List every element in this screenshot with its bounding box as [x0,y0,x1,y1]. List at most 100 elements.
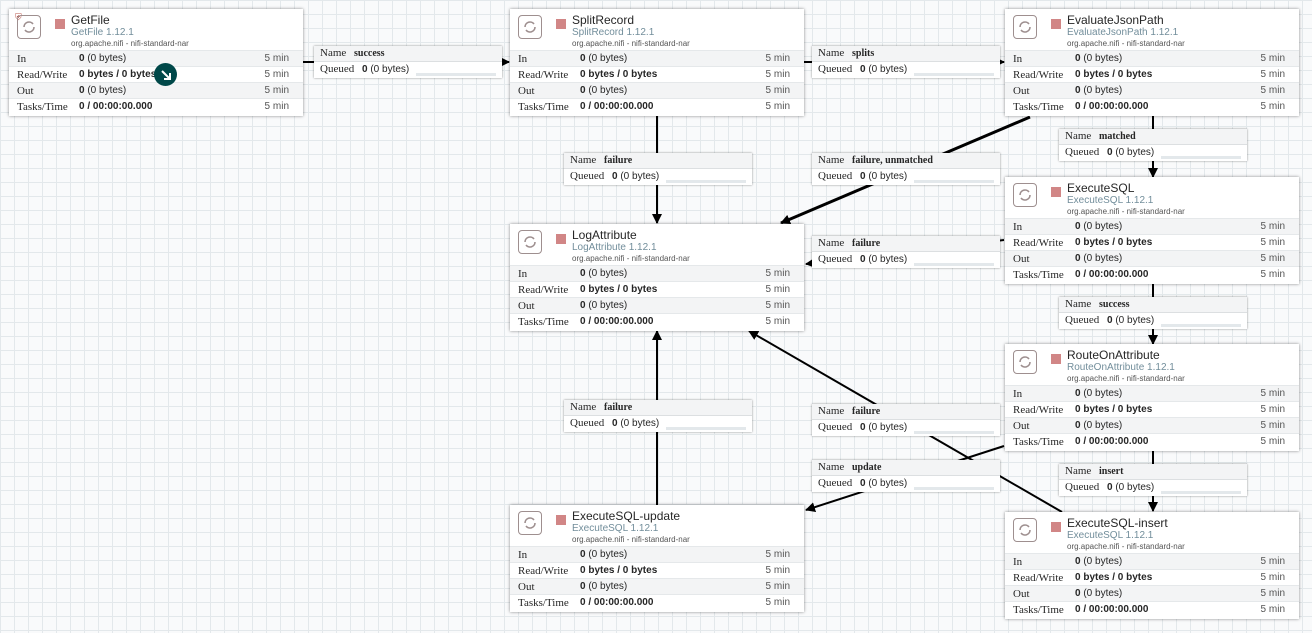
processor-type: GetFile 1.12.1 [71,27,134,38]
stat-time: 5 min [1260,237,1285,248]
queued-label: Queued [320,63,355,75]
stat-read-write: Read/Write 0 bytes / 0 bytes 5 min [1005,401,1299,417]
queue-bar [1161,324,1241,327]
processor-executesql[interactable]: ExecuteSQL ExecuteSQL 1.12.1 org.apache.… [1005,177,1299,284]
stat-value: 0 bytes / 0 bytes [1075,69,1153,80]
processor-header: RouteOnAttribute RouteOnAttribute 1.12.1… [1005,344,1299,385]
processor-routeonattribute[interactable]: RouteOnAttribute RouteOnAttribute 1.12.1… [1005,344,1299,451]
processor-logattribute[interactable]: LogAttribute LogAttribute 1.12.1 org.apa… [510,224,804,331]
processor-bundle: org.apache.nifi - nifi-standard-nar [1067,207,1185,216]
name-label: Name [818,154,845,166]
stat-in: In 0 (0 bytes) 5 min [1005,385,1299,401]
stat-label: Tasks/Time [518,316,569,328]
stat-tasks-time: Tasks/Time 0 / 00:00:00.000 5 min [9,98,303,114]
relationship-value: splits [852,48,875,59]
stat-label: Tasks/Time [1013,269,1064,281]
stat-in: In 0 (0 bytes) 5 min [1005,50,1299,66]
queued-value: 0 (0 bytes) [1107,315,1155,326]
processor-type: ExecuteSQL 1.12.1 [1067,195,1154,206]
processor-name: LogAttribute [572,228,637,242]
stopped-status-icon [55,19,65,29]
stat-in: In 0 (0 bytes) 5 min [510,546,804,562]
stopped-status-icon [556,515,566,525]
stat-out: Out 0 (0 bytes) 5 min [510,578,804,594]
stat-time: 5 min [264,53,289,64]
stat-value: 0 (0 bytes) [1075,85,1123,96]
queued-label: Queued [1065,146,1100,158]
processor-header: ExecuteSQL-update ExecuteSQL 1.12.1 org.… [510,505,804,546]
stat-label: Read/Write [1013,572,1064,584]
relationship-value: failure [852,406,881,417]
stat-tasks-time: Tasks/Time 0 / 00:00:00.000 5 min [1005,601,1299,617]
queue-bar [914,73,994,76]
queued-label: Queued [1065,481,1100,493]
stat-in: In 0 (0 bytes) 5 min [510,265,804,281]
stat-label: Read/Write [518,284,569,296]
name-label: Name [818,47,845,59]
processor-header: LogAttribute LogAttribute 1.12.1 org.apa… [510,224,804,265]
stat-out: Out 0 (0 bytes) 5 min [1005,585,1299,601]
processor-bundle: org.apache.nifi - nifi-standard-nar [1067,542,1185,551]
processor-name: GetFile [71,13,110,27]
processor-name: RouteOnAttribute [1067,348,1160,362]
stat-value: 0 / 00:00:00.000 [580,597,654,608]
processor-executesql-insert[interactable]: ExecuteSQL-insert ExecuteSQL 1.12.1 org.… [1005,512,1299,619]
processor-splitrecord[interactable]: SplitRecord SplitRecord 1.12.1 org.apach… [510,9,804,116]
stat-label: Tasks/Time [1013,101,1064,113]
queue-bar [666,427,746,430]
stat-label: In [1013,388,1023,400]
stat-time: 5 min [765,316,790,327]
stat-tasks-time: Tasks/Time 0 / 00:00:00.000 5 min [510,594,804,610]
processor-type: ExecuteSQL 1.12.1 [572,523,659,534]
stat-time: 5 min [765,565,790,576]
stat-value: 0 (0 bytes) [1075,556,1123,567]
relationship-value: success [354,48,385,59]
processor-name: ExecuteSQL-insert [1067,516,1168,530]
stat-time: 5 min [1260,404,1285,415]
stat-value: 0 bytes / 0 bytes [580,565,658,576]
stat-read-write: Read/Write 0 bytes / 0 bytes 5 min [510,281,804,297]
relationship-value: failure, unmatched [852,155,933,166]
stat-value: 0 bytes / 0 bytes [580,69,658,80]
processor-getfile[interactable]: ⛨ GetFile GetFile 1.12.1 org.apache.nifi… [9,9,303,116]
queued-label: Queued [1065,314,1100,326]
processor-header: ExecuteSQL-insert ExecuteSQL 1.12.1 org.… [1005,512,1299,553]
stat-value: 0 / 00:00:00.000 [580,316,654,327]
stat-time: 5 min [1260,69,1285,80]
relationship-value: insert [1099,466,1124,477]
processor-evaluatejsonpath[interactable]: EvaluateJsonPath EvaluateJsonPath 1.12.1… [1005,9,1299,116]
stat-value: 0 bytes / 0 bytes [79,69,157,80]
stat-out: Out 0 (0 bytes) 5 min [1005,250,1299,266]
bulletin-arrow-icon[interactable] [154,63,177,86]
queue-bar [914,180,994,183]
stat-label: Out [1013,420,1030,432]
processor-executesql-update[interactable]: ExecuteSQL-update ExecuteSQL 1.12.1 org.… [510,505,804,612]
stat-value: 0 (0 bytes) [580,549,628,560]
queued-value: 0 (0 bytes) [1107,482,1155,493]
stat-time: 5 min [1260,604,1285,615]
stat-time: 5 min [765,53,790,64]
stat-time: 5 min [1260,388,1285,399]
stat-out: Out 0 (0 bytes) 5 min [1005,82,1299,98]
stat-value: 0 bytes / 0 bytes [1075,572,1153,583]
queued-value: 0 (0 bytes) [612,418,660,429]
stat-label: Out [518,300,535,312]
stat-time: 5 min [1260,85,1285,96]
processor-name: EvaluateJsonPath [1067,13,1164,27]
stopped-status-icon [556,19,566,29]
stat-out: Out 0 (0 bytes) 5 min [1005,417,1299,433]
stat-label: Tasks/Time [1013,604,1064,616]
processor-name: ExecuteSQL-update [572,509,681,523]
stat-value: 0 (0 bytes) [1075,253,1123,264]
